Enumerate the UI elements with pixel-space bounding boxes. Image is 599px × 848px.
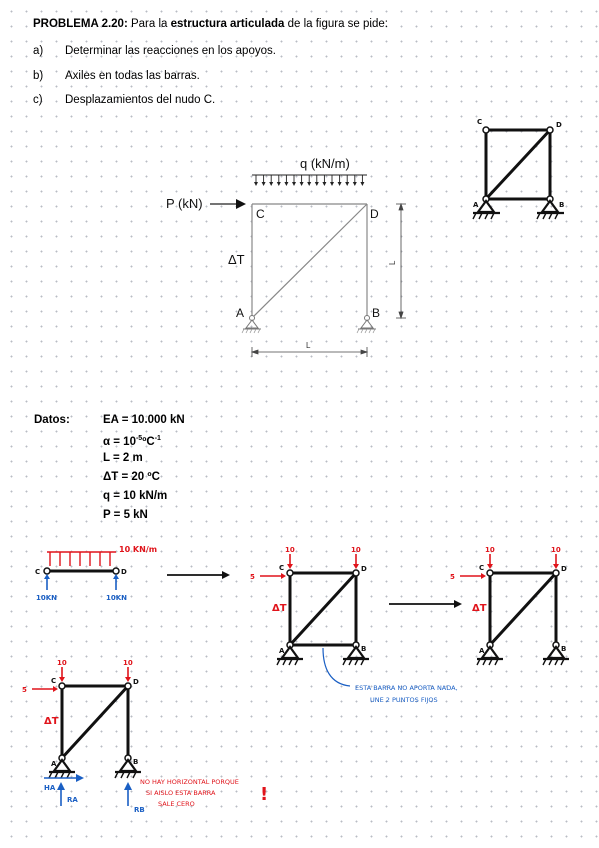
sketch-frame-right: C D A B 10 10 5ΔT	[450, 546, 569, 666]
dimension-horizontal	[250, 347, 369, 357]
svg-text:A: A	[473, 201, 479, 209]
svg-text:10: 10	[285, 546, 295, 554]
svg-text:10: 10	[351, 546, 361, 554]
datos-dt: ΔT = 20 ºC	[103, 471, 160, 483]
note-bar-1: ESTA BARRA NO APORTA NADA,	[355, 684, 458, 692]
svg-text:C: C	[477, 118, 482, 126]
note-bar-2: UNE 2 PUNTOS FIJOS	[370, 696, 438, 704]
svg-text:HA: HA	[44, 784, 56, 792]
svg-text:ΔT: ΔT	[272, 603, 287, 614]
node-a-label: A	[236, 306, 244, 320]
svg-text:ΔT: ΔT	[44, 716, 59, 727]
support-a	[241, 315, 261, 334]
svg-text:A: A	[51, 760, 57, 768]
datos-label: Datos:	[34, 414, 70, 426]
svg-text:D: D	[121, 568, 127, 576]
sketch-frame-bottom: C D A B 10 10 5ΔT	[22, 659, 141, 779]
svg-text:5: 5	[22, 686, 27, 694]
problem-title: PROBLEMA 2.20: Para la estructura articu…	[33, 17, 388, 31]
dimension-vertical	[396, 202, 406, 320]
frame-bars	[251, 203, 368, 319]
arrow-1-head	[222, 571, 230, 579]
svg-text:10: 10	[123, 659, 133, 667]
svg-text:10KN: 10KN	[106, 594, 127, 602]
support-b	[356, 315, 376, 334]
note-h-1: NO HAY HORIZONTAL PORQUE	[140, 778, 239, 786]
svg-text:D: D	[361, 565, 367, 573]
svg-text:10: 10	[485, 546, 495, 554]
temp-label: ΔT	[228, 252, 245, 267]
datos-ea: EA = 10.000 kN	[103, 414, 185, 426]
svg-text:C: C	[479, 564, 484, 572]
svg-text:B: B	[559, 201, 564, 209]
svg-text:D: D	[561, 565, 567, 573]
dim-v-label: L	[388, 260, 397, 265]
svg-text:RA: RA	[67, 796, 78, 804]
point-load-head	[236, 199, 246, 209]
svg-text:B: B	[133, 758, 138, 766]
item-b: b)Axiles en todas las barras.	[33, 70, 200, 82]
note-exclaim: !	[260, 784, 268, 805]
distributed-load	[252, 174, 367, 186]
svg-text:C: C	[35, 568, 40, 576]
svg-text:C: C	[51, 677, 56, 685]
datos-alpha: α = 10-5ºC-1	[103, 435, 161, 448]
title-pre: Para la	[127, 18, 171, 30]
datos-q: q = 10 kN/m	[103, 490, 168, 502]
note-bar-leader	[322, 647, 351, 687]
svg-text:B: B	[561, 645, 566, 653]
svg-text:RB: RB	[134, 806, 145, 814]
svg-text:A: A	[279, 647, 285, 655]
svg-text:A: A	[479, 647, 485, 655]
svg-text:D: D	[133, 678, 139, 686]
svg-text:B: B	[361, 645, 366, 653]
svg-text:5: 5	[250, 573, 255, 581]
svg-text:10KN: 10KN	[36, 594, 57, 602]
note-h-2: SI AISLO ESTA BARRA	[146, 789, 216, 797]
point-load-label: P (kN)	[166, 196, 203, 211]
item-c: c)Desplazamientos del nudo C.	[33, 94, 216, 106]
problem-number: PROBLEMA 2.20:	[33, 18, 128, 30]
load-label: q (kN/m)	[300, 156, 350, 171]
title-post: de la figura se pide:	[284, 18, 388, 30]
sketch-top-right: C D A B	[472, 118, 564, 220]
svg-text:ΔT: ΔT	[472, 603, 487, 614]
dim-h-label: L	[306, 341, 311, 350]
svg-text:C: C	[279, 564, 284, 572]
item-a: a)Determinar las reacciones en los apoyo…	[33, 45, 276, 57]
svg-text:10 KN/m: 10 KN/m	[119, 545, 157, 554]
node-c-label: C	[256, 207, 265, 221]
datos-p: P = 5 kN	[103, 509, 148, 521]
node-d-label: D	[370, 207, 379, 221]
sketch-frame-middle: C D A B 10 10 5ΔT	[250, 546, 369, 666]
sketch-beam: 10 KN/m 10KN 10KN C D	[35, 545, 157, 602]
svg-text:5: 5	[450, 573, 455, 581]
arrow-2-head	[454, 600, 462, 608]
svg-text:10: 10	[551, 546, 561, 554]
note-h-3: SALE CERO	[158, 800, 195, 808]
reactions: HA RA RB	[44, 774, 145, 814]
svg-text:10: 10	[57, 659, 67, 667]
node-b-label: B	[372, 306, 380, 320]
datos-l: L = 2 m	[103, 452, 143, 464]
title-bold: estructura articulada	[170, 18, 285, 30]
svg-text:D: D	[556, 121, 562, 129]
